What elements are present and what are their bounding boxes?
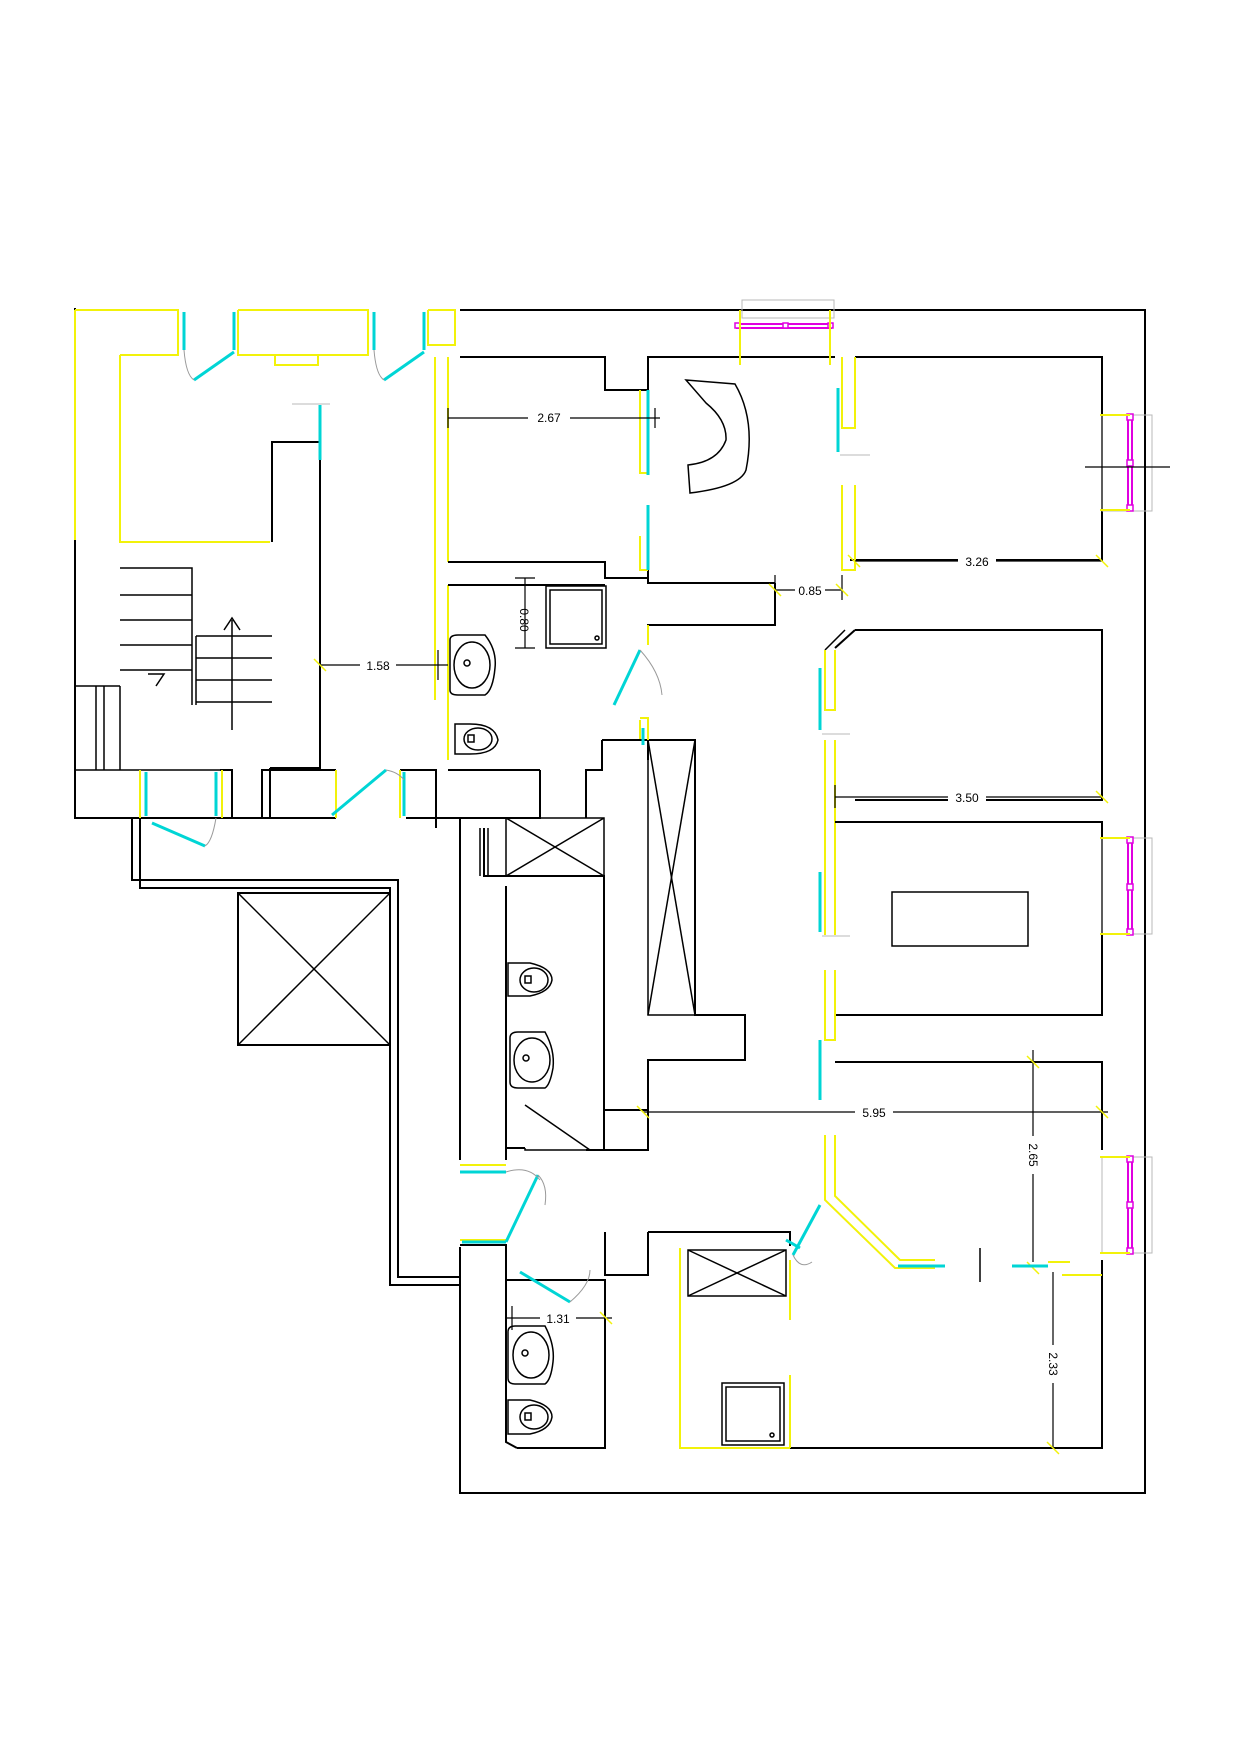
dimension-0-80: 0.80 bbox=[515, 577, 535, 649]
window-right-2 bbox=[1100, 836, 1153, 936]
bottom-room bbox=[648, 1231, 801, 1449]
window-right-3 bbox=[1100, 1155, 1153, 1255]
shaft-2 bbox=[459, 817, 605, 1160]
dimension-0-85: 0.85 bbox=[768, 575, 849, 600]
dimension-label: 3.26 bbox=[965, 555, 989, 569]
dimension-2-65: 2.65 bbox=[1020, 1050, 1046, 1275]
stair-core-walls bbox=[226, 403, 330, 819]
dimension-3-50: 3.50 bbox=[834, 785, 1109, 808]
bedroom-3-walls bbox=[818, 821, 1103, 1100]
living-walls bbox=[603, 1061, 1103, 1449]
bedroom-2-walls bbox=[818, 629, 1103, 935]
stairs bbox=[75, 567, 272, 771]
shaft bbox=[237, 892, 391, 1046]
bathroom-1 bbox=[447, 584, 607, 771]
dimension-label: 0.85 bbox=[798, 584, 822, 598]
landing-room-walls bbox=[74, 309, 456, 543]
window-top bbox=[734, 299, 835, 365]
window-right-1 bbox=[1085, 413, 1170, 512]
dimension-label: 0.80 bbox=[517, 608, 531, 632]
desk bbox=[684, 379, 750, 494]
corridor-walls bbox=[612, 583, 776, 760]
dimension-label: 2.65 bbox=[1026, 1143, 1040, 1167]
dimension-label: 1.31 bbox=[546, 1312, 570, 1326]
dimension-5-95: 5.95 bbox=[636, 1105, 1109, 1120]
dimension-label: 5.95 bbox=[862, 1106, 886, 1120]
dimension-label: 3.50 bbox=[955, 791, 979, 805]
dimension-2-33: 2.33 bbox=[1046, 1272, 1060, 1455]
kitchen-partition bbox=[791, 1135, 1102, 1282]
dimension-label: 2.33 bbox=[1046, 1352, 1060, 1376]
outer-walls bbox=[74, 308, 1146, 1494]
dimension-label: 1.58 bbox=[366, 659, 390, 673]
bathroom-3 bbox=[460, 1164, 649, 1449]
dimension-1-31: 1.31 bbox=[506, 1306, 613, 1330]
bedroom-1-walls bbox=[836, 356, 1103, 571]
central-block bbox=[585, 717, 746, 1151]
lobby-walls bbox=[74, 768, 541, 1286]
bed bbox=[891, 891, 1029, 947]
dimension-3-26: 3.26 bbox=[847, 553, 1109, 569]
dimension-2-67: 2.67 bbox=[447, 408, 660, 428]
dimension-label: 2.67 bbox=[537, 411, 561, 425]
bathroom-2 bbox=[505, 875, 605, 1160]
dimension-1-58: 1.58 bbox=[313, 650, 448, 680]
studio-walls bbox=[434, 356, 835, 700]
